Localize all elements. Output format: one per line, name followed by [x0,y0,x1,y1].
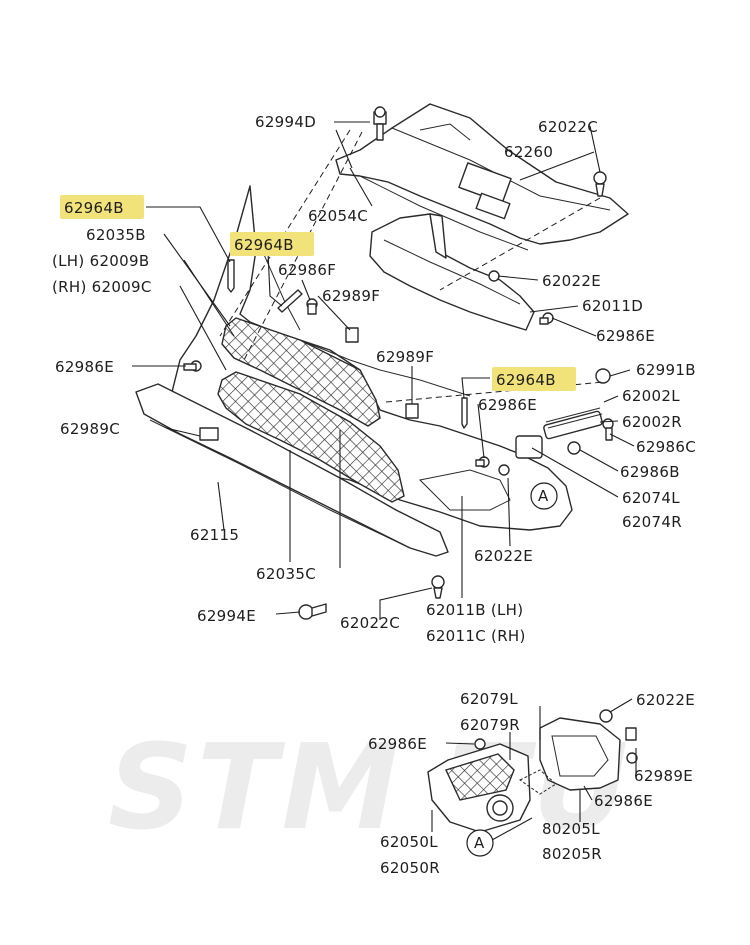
label-62989F-1: 62989F [322,287,380,305]
label-62964B-3: 62964B [496,371,556,389]
bolt-62986F [306,298,318,315]
bolt-62994D [373,106,387,141]
clip-62022E-2 [498,464,510,476]
clip-62022C-top [593,171,607,197]
label-62050R: 62050R [380,859,440,877]
label-62989C: 62989C [60,420,120,438]
label-62986B: 62986B [620,463,680,481]
label-62035C: 62035C [256,565,316,583]
pin-62964B-3 [461,397,468,429]
label-62964B-2: 62964B [234,236,294,254]
highlight-boxes [60,195,576,391]
detail-fog-bezel-62050 [427,743,531,833]
callout-A-2: A [474,834,485,852]
lower-grille-62035C [217,371,405,503]
label-62079L: 62079L [460,690,518,708]
label-62986E-5: 62986E [594,792,653,810]
callout-circles [466,482,558,857]
nut-62989F-2 [405,403,419,419]
label-62009B: (LH) 62009B [52,252,149,270]
bolt-62986E-3 [475,456,490,468]
label-62035B: 62035B [86,226,146,244]
label-62022C-bottom: 62022C [340,614,400,632]
part-labels: 62994D 62022C 62260 62964B 62054C 62035B… [52,113,696,877]
label-80205L: 80205L [542,820,600,838]
nut-62989F-1 [345,327,359,343]
label-62011B: 62011B (LH) [426,601,523,619]
upper-support-panel-62260 [335,103,629,251]
lower-support-62011D [369,213,535,331]
callout-A-1: A [538,487,549,505]
label-62022E-2: 62022E [474,547,533,565]
label-62986E-1: 62986E [596,327,655,345]
label-62009C: (RH) 62009C [52,278,152,296]
label-62074R: 62074R [622,513,682,531]
clip-62991B [595,368,611,384]
fasteners [183,106,614,620]
label-62989F-2: 62989F [376,348,434,366]
label-62011D: 62011D [582,297,643,315]
clip-62022C-bottom [431,575,445,599]
label-62022E-3: 62022E [636,691,695,709]
label-62986C: 62986C [636,438,696,456]
clip-62022E-1 [488,270,500,282]
upper-grille-62035B [221,317,381,427]
bolt-62994E [298,603,327,620]
leader-lines [132,121,637,841]
fog-lamp-assembly [515,407,603,459]
label-62986E-4: 62986E [368,735,427,753]
label-62022C-top: 62022C [538,118,598,136]
pin-62964B-1 [227,259,235,293]
label-62079R: 62079R [460,716,520,734]
label-62994E: 62994E [197,607,256,625]
reinforcement-62115 [135,383,449,557]
label-62115: 62115 [190,526,239,544]
bolt-62986E-1 [539,312,554,325]
label-62002R: 62002R [622,413,682,431]
pin-62964B-2 [277,289,303,313]
label-62964B-1: 62964B [64,199,124,217]
label-62074L: 62074L [622,489,680,507]
label-62991B: 62991B [636,361,696,379]
label-62986E-3: 62986E [478,396,537,414]
label-62011C: 62011C (RH) [426,627,526,645]
label-62986F: 62986F [278,261,336,279]
label-62050L: 62050L [380,833,438,851]
label-62994D: 62994D [255,113,316,131]
label-62054C: 62054C [308,207,368,225]
bolt-62986E-2 [183,360,202,372]
label-62002L: 62002L [622,387,680,405]
label-62260: 62260 [504,143,553,161]
label-80205R: 80205R [542,845,602,863]
label-62989E: 62989E [634,767,693,785]
label-62986E-2: 62986E [55,358,114,376]
label-62022E-1: 62022E [542,272,601,290]
detail-bracket-80205 [474,709,638,795]
